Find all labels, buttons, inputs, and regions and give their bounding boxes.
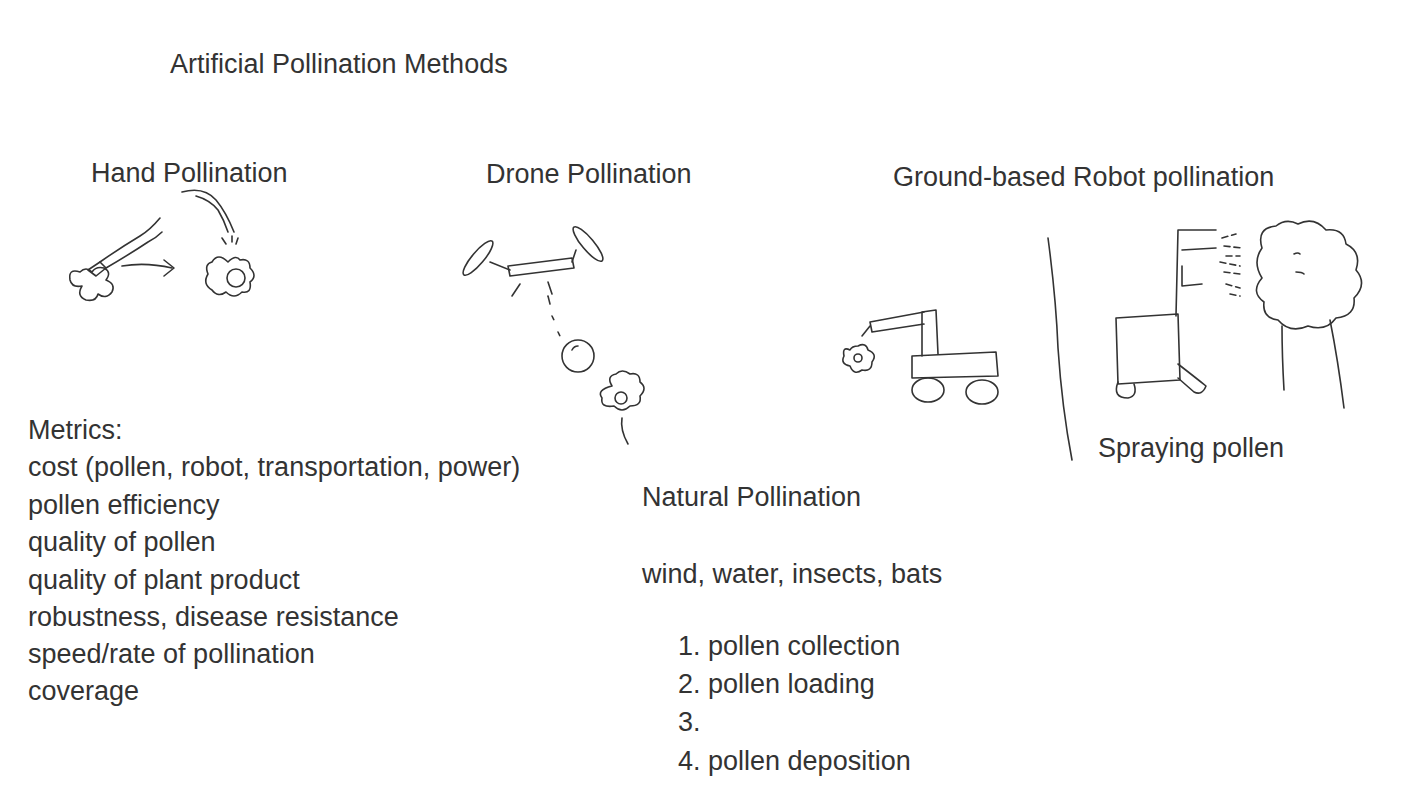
method-heading: Ground-based Robot pollination <box>893 161 1274 193</box>
step-item: 1. pollen collection <box>678 630 900 662</box>
metrics-heading: Metrics: <box>28 414 123 446</box>
metric-item: speed/rate of pollination <box>28 638 315 670</box>
diagram-title: Artificial Pollination Methods <box>170 48 508 80</box>
section-heading: Natural Pollination <box>642 481 861 513</box>
metric-item: quality of plant product <box>28 564 300 596</box>
separator-line <box>1048 238 1072 460</box>
method-heading: Drone Pollination <box>486 158 692 190</box>
step-item: 3. <box>678 706 701 738</box>
ground-robot-sketch <box>843 310 998 404</box>
metric-item: pollen efficiency <box>28 489 220 521</box>
step-item: 2. pollen loading <box>678 668 875 700</box>
spraying-robot-sketch <box>1116 221 1362 408</box>
metric-item: quality of pollen <box>28 526 216 558</box>
method-caption: Spraying pollen <box>1098 432 1284 464</box>
method-heading: Hand Pollination <box>91 157 288 189</box>
metric-item: robustness, disease resistance <box>28 601 399 633</box>
metric-item: cost (pollen, robot, transportation, pow… <box>28 451 520 483</box>
hand-pollination-sketch <box>70 190 254 300</box>
metric-item: coverage <box>28 675 139 707</box>
step-item: 4. pollen deposition <box>678 745 911 777</box>
drone-pollination-sketch <box>459 223 644 444</box>
note-text: wind, water, insects, bats <box>642 558 942 590</box>
